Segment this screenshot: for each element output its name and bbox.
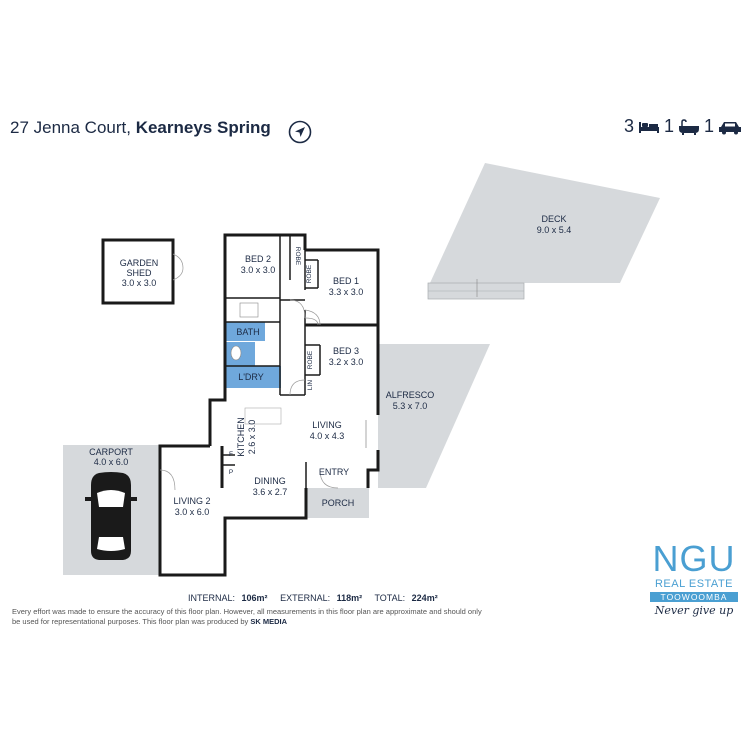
laundry-name: L'DRY <box>238 372 264 382</box>
deck-area <box>430 163 660 283</box>
garden-shed <box>101 238 175 305</box>
total-value: 224m² <box>411 593 438 603</box>
navigation-arrow-icon <box>288 120 312 144</box>
car-icon <box>718 119 742 135</box>
laundry-area <box>225 366 281 388</box>
robe-label-bed3: ROBE <box>307 350 314 369</box>
carport-name: CARPORT <box>89 447 133 457</box>
door-swings <box>159 299 339 491</box>
living2-size: 3.0 x 6.0 <box>175 507 210 517</box>
logo-real-estate: REAL ESTATE <box>654 578 734 590</box>
disclaimer-text: Every effort was made to ensure the accu… <box>12 607 482 626</box>
external-label: EXTERNAL: <box>280 593 331 603</box>
total-label: TOTAL: <box>374 593 406 603</box>
living2-name: LIVING 2 <box>173 496 210 506</box>
logo-name: NGU <box>652 538 736 579</box>
property-stats: 3 1 1 <box>624 116 742 137</box>
living-size: 4.0 x 4.3 <box>310 431 345 441</box>
disclaimer-credit: SK MEDIA <box>250 617 288 626</box>
shed-name-1: GARDEN <box>120 258 159 268</box>
garage-count: 1 <box>703 116 714 136</box>
house-walls <box>158 233 380 577</box>
bedroom-count: 3 <box>623 116 634 136</box>
alfresco-size: 5.3 x 7.0 <box>393 401 428 411</box>
pantry-label: P <box>229 469 233 476</box>
alfresco-name: ALFRESCO <box>386 390 435 400</box>
bed3-size: 3.2 x 3.0 <box>329 357 364 367</box>
robe-label-bed2: ROBE <box>294 247 301 266</box>
dining-name: DINING <box>254 476 286 486</box>
bathroom-count: 1 <box>663 116 674 136</box>
bed2-size: 3.0 x 3.0 <box>241 265 276 275</box>
deck-name: DECK <box>541 214 566 224</box>
bath-area <box>225 322 265 341</box>
deck-size: 9.0 x 5.4 <box>537 225 572 235</box>
alfresco-area <box>378 344 490 488</box>
robe-label-bed1: ROBE <box>306 264 313 283</box>
carport-size: 4.0 x 6.0 <box>94 457 129 467</box>
bed3-name: BED 3 <box>333 346 359 356</box>
porch-name: PORCH <box>322 498 355 508</box>
bath-name: BATH <box>236 327 259 337</box>
car-icon <box>85 472 137 560</box>
kitchen-name: KITCHEN <box>236 417 246 457</box>
logo-town: TOOWOOMBA <box>650 592 738 602</box>
bed2-name: BED 2 <box>245 254 271 264</box>
bath-icon <box>678 118 700 135</box>
fridge-label: F <box>229 451 233 458</box>
shed-size: 3.0 x 3.0 <box>122 278 157 288</box>
shed-name-2: SHED <box>126 268 152 278</box>
porch-area <box>306 488 369 518</box>
address-suburb: Kearneys Spring <box>135 118 271 137</box>
linen-label: LIN <box>307 380 314 390</box>
area-summary: INTERNAL: 106m² EXTERNAL: 118m² TOTAL: 2… <box>188 593 438 603</box>
dining-size: 3.6 x 2.7 <box>253 487 288 497</box>
kitchen-size: 2.6 x 3.0 <box>247 420 257 455</box>
bed-icon <box>638 120 660 134</box>
internal-label: INTERNAL: <box>188 593 236 603</box>
logo-tagline: Never give up <box>654 604 734 617</box>
property-address: 27 Jenna Court, Kearneys Spring <box>10 118 271 138</box>
bed1-name: BED 1 <box>333 276 359 286</box>
entry-name: ENTRY <box>319 467 349 477</box>
address-street: 27 Jenna Court, <box>10 118 136 137</box>
internal-value: 106m² <box>241 593 268 603</box>
external-value: 118m² <box>336 593 363 603</box>
bed1-size: 3.3 x 3.0 <box>329 287 364 297</box>
disclaimer: Every effort was made to ensure the accu… <box>12 607 482 627</box>
living-name: LIVING <box>312 420 342 430</box>
agency-logo: NGU REAL ESTATE TOOWOOMBA Never give up <box>650 540 738 617</box>
